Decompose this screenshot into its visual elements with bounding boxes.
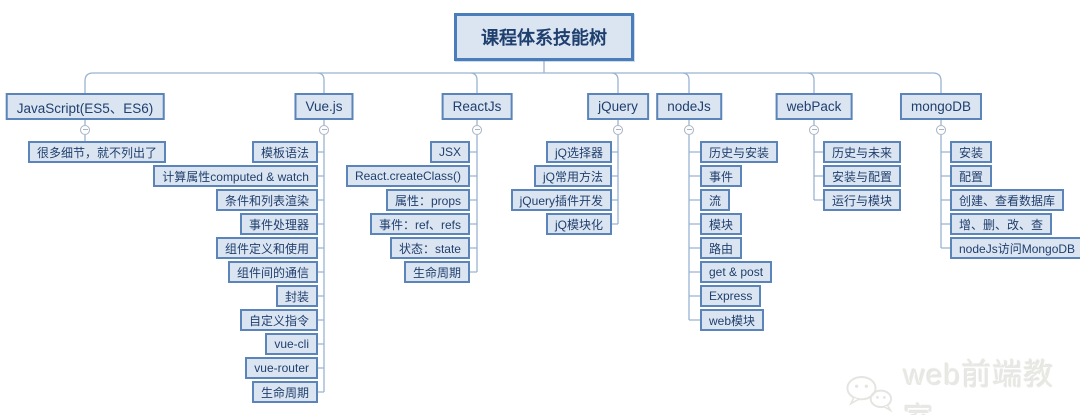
- child-node[interactable]: Express: [700, 285, 762, 307]
- child-node[interactable]: vue-cli: [265, 333, 318, 355]
- child-node[interactable]: 事件: [700, 165, 743, 187]
- child-node[interactable]: 组件间的通信: [227, 261, 318, 283]
- child-node[interactable]: 模块: [700, 213, 743, 235]
- child-node[interactable]: nodeJs访问MongoDB: [950, 237, 1080, 259]
- child-node[interactable]: 运行与模块: [823, 189, 902, 211]
- child-node[interactable]: 自定义指令: [239, 309, 318, 331]
- child-node[interactable]: 条件和列表渲染: [215, 189, 318, 211]
- child-node[interactable]: jQuery插件开发: [510, 189, 612, 211]
- child-node[interactable]: 事件：ref、refs: [369, 213, 470, 235]
- collapse-toggle[interactable]: [613, 125, 623, 135]
- branch-node-javascript[interactable]: JavaScript(ES5、ES6): [5, 93, 165, 120]
- collapse-toggle[interactable]: [936, 125, 946, 135]
- child-node[interactable]: 安装: [950, 141, 993, 163]
- branch-node-vuejs[interactable]: Vue.js: [294, 93, 354, 120]
- collapse-toggle[interactable]: [80, 125, 90, 135]
- child-node[interactable]: 计算属性computed & watch: [153, 165, 318, 187]
- child-node[interactable]: 历史与安装: [700, 141, 779, 163]
- watermark: web前端教室: [845, 350, 1080, 415]
- child-node[interactable]: 组件定义和使用: [215, 237, 318, 259]
- branch-node-webpack[interactable]: webPack: [775, 93, 853, 120]
- branch-node-reactjs[interactable]: ReactJs: [441, 93, 513, 120]
- branch-node-mongodb[interactable]: mongoDB: [899, 93, 983, 120]
- child-node[interactable]: vue-router: [245, 357, 318, 379]
- root-node[interactable]: 课程体系技能树: [454, 13, 634, 61]
- child-node[interactable]: 封装: [275, 285, 318, 307]
- child-node[interactable]: 事件处理器: [239, 213, 318, 235]
- child-node[interactable]: React.createClass(): [345, 165, 470, 187]
- child-node[interactable]: 安装与配置: [823, 165, 902, 187]
- child-node[interactable]: 模板语法: [251, 141, 318, 163]
- child-node[interactable]: 状态：state: [389, 237, 470, 259]
- child-node[interactable]: 增、删、改、查: [950, 213, 1053, 235]
- child-node[interactable]: JSX: [429, 141, 470, 163]
- child-node[interactable]: 创建、查看数据库: [950, 189, 1065, 211]
- child-node[interactable]: 路由: [700, 237, 743, 259]
- branch-node-nodejs[interactable]: nodeJs: [656, 93, 722, 120]
- collapse-toggle[interactable]: [809, 125, 819, 135]
- child-node[interactable]: 流: [700, 189, 731, 211]
- child-node[interactable]: 历史与未来: [823, 141, 902, 163]
- child-node[interactable]: 配置: [950, 165, 993, 187]
- child-node[interactable]: 生命周期: [251, 381, 318, 403]
- collapse-toggle[interactable]: [319, 125, 329, 135]
- child-node[interactable]: 属性：props: [385, 189, 470, 211]
- child-node[interactable]: 很多细节，就不列出了: [28, 141, 167, 163]
- child-node[interactable]: jQ模块化: [545, 213, 612, 235]
- collapse-toggle[interactable]: [472, 125, 482, 135]
- child-node[interactable]: jQ选择器: [545, 141, 612, 163]
- branch-node-jquery[interactable]: jQuery: [587, 93, 649, 120]
- collapse-toggle[interactable]: [684, 125, 694, 135]
- wechat-icon: [846, 376, 893, 413]
- watermark-text: web前端教室: [903, 359, 1055, 415]
- child-node[interactable]: jQ常用方法: [533, 165, 612, 187]
- child-node[interactable]: 生命周期: [403, 261, 470, 283]
- child-node[interactable]: get & post: [700, 261, 773, 283]
- child-node[interactable]: web模块: [700, 309, 765, 331]
